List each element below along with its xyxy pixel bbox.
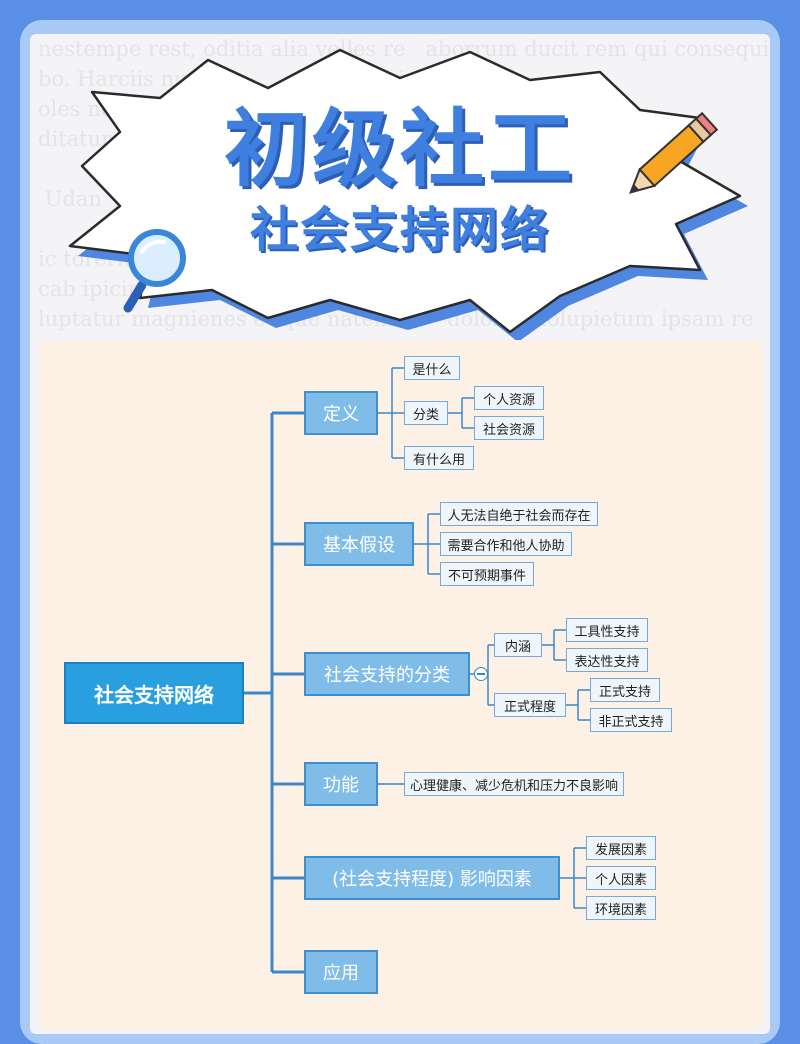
- leaf-social-resources[interactable]: 社会资源: [474, 416, 544, 440]
- mindmap-connectors: [244, 367, 590, 974]
- page-title: 初级社工: [223, 100, 576, 198]
- branch-definition[interactable]: 定义: [304, 391, 378, 435]
- branch-application[interactable]: 应用: [304, 950, 378, 994]
- leaf-personal-factors[interactable]: 个人因素: [586, 866, 656, 890]
- collapse-toggle[interactable]: [474, 667, 488, 681]
- leaf-assumption-1[interactable]: 人无法自绝于社会而存在: [440, 502, 598, 526]
- page-subtitle: 社会支持网络: [249, 202, 550, 258]
- branch-function[interactable]: 功能: [304, 762, 378, 806]
- mindmap-panel: 社会支持网络 定义 是什么 分类 个人资源 社会资源 有什么用 基本假设 人无法…: [40, 340, 762, 1028]
- magnifier-icon: [123, 229, 186, 313]
- leaf-personal-resources[interactable]: 个人资源: [474, 386, 544, 410]
- leaf-connotation[interactable]: 内涵: [494, 633, 542, 657]
- branch-basic-assumptions[interactable]: 基本假设: [304, 522, 414, 566]
- leaf-function-1[interactable]: 心理健康、减少危机和压力不良影响: [404, 772, 624, 796]
- leaf-formality[interactable]: 正式程度: [494, 693, 566, 717]
- leaf-what-use[interactable]: 有什么用: [404, 446, 474, 470]
- pencil-icon: [629, 111, 719, 194]
- leaf-what-is[interactable]: 是什么: [404, 356, 460, 380]
- branch-influencing-factors[interactable]: (社会支持程度) 影响因素: [304, 856, 560, 900]
- leaf-instrumental-support[interactable]: 工具性支持: [566, 618, 648, 642]
- leaf-development-factors[interactable]: 发展因素: [586, 836, 656, 860]
- branch-support-types[interactable]: 社会支持的分类: [304, 652, 470, 696]
- leaf-assumption-2[interactable]: 需要合作和他人协助: [440, 532, 572, 556]
- leaf-classification[interactable]: 分类: [404, 401, 448, 425]
- leaf-expressive-support[interactable]: 表达性支持: [566, 648, 648, 672]
- leaf-informal-support[interactable]: 非正式支持: [590, 708, 672, 732]
- mindmap-root[interactable]: 社会支持网络: [64, 662, 244, 724]
- leaf-formal-support[interactable]: 正式支持: [590, 678, 660, 702]
- leaf-environmental-factors[interactable]: 环境因素: [586, 896, 656, 920]
- leaf-assumption-3[interactable]: 不可预期事件: [440, 562, 534, 586]
- speech-burst-illustration: [68, 48, 748, 342]
